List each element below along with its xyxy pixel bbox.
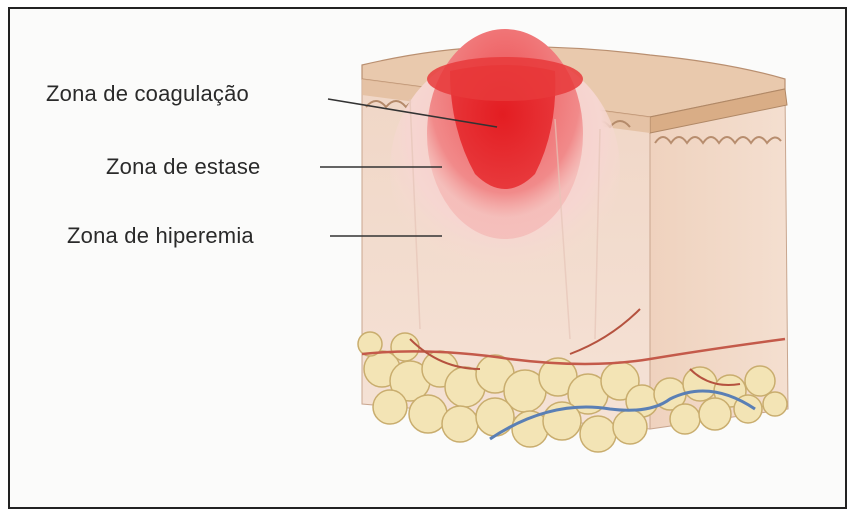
coagulation-surface — [427, 57, 583, 101]
label-coagulation-zone: Zona de coagulação — [46, 81, 249, 107]
label-hyperemia-zone: Zona de hiperemia — [67, 223, 254, 249]
figure-frame: Zona de coagulação Zona de estase Zona d… — [8, 7, 847, 509]
label-stasis-zone: Zona de estase — [106, 154, 260, 180]
